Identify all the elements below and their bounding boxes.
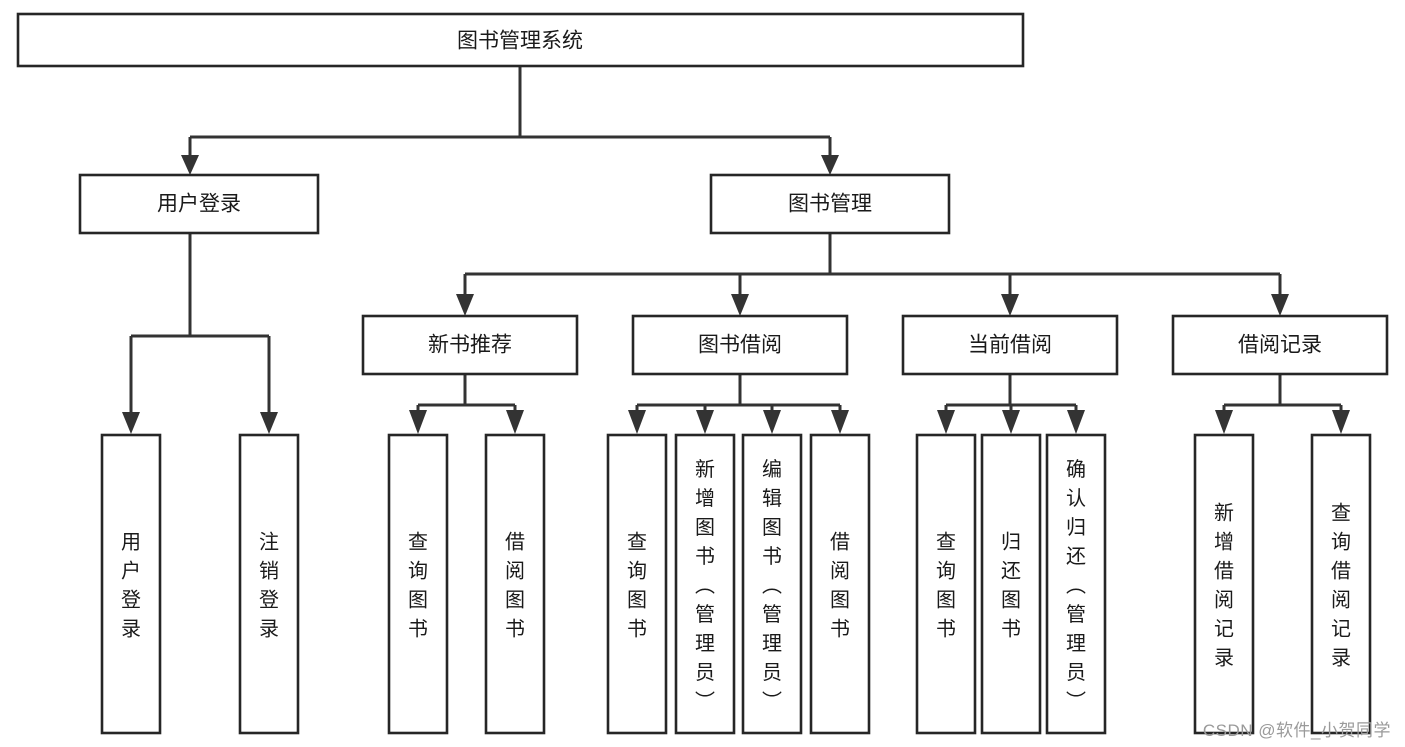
- arrow-to-current-borrow: [1001, 294, 1019, 316]
- connector-group: [122, 66, 1350, 434]
- arrow-to-leaf-logout: [260, 412, 278, 434]
- node-leaf-edit-book[interactable]: [741, 433, 803, 735]
- node-leaf-query-book-3[interactable]: [915, 433, 977, 735]
- node-leaf-edit-book-box[interactable]: [741, 433, 803, 735]
- arrow-to-leaf-return-book: [1002, 410, 1020, 434]
- node-leaf-logout-label: 注销登录: [259, 531, 279, 641]
- node-user-login-label: 用户登录: [157, 193, 241, 216]
- arrow-to-leaf-confirm-return: [1067, 410, 1085, 434]
- node-current-borrow-label: 当前借阅: [968, 334, 1052, 357]
- node-leaf-confirm-return-label: 确认归还︵管理员︶: [1066, 458, 1086, 713]
- arrow-to-leaf-query-book-2: [628, 410, 646, 434]
- node-leaf-user-login[interactable]: [100, 433, 162, 735]
- node-leaf-query-book-1[interactable]: [387, 433, 449, 735]
- node-leaf-query-record-label: 查询借阅记录: [1331, 502, 1351, 670]
- arrow-to-borrow-record: [1271, 294, 1289, 316]
- node-new-book-rec[interactable]: 新书推荐: [361, 314, 579, 376]
- node-leaf-borrow-book-2-label: 借阅图书: [830, 531, 850, 641]
- node-leaf-logout-box[interactable]: [238, 433, 300, 735]
- node-borrow-record[interactable]: 借阅记录: [1171, 314, 1389, 376]
- node-leaf-logout[interactable]: [238, 433, 300, 735]
- arrow-to-leaf-edit-book: [763, 410, 781, 434]
- node-leaf-query-book-2-label: 查询图书: [627, 531, 647, 641]
- node-leaf-borrow-book-1-label: 借阅图书: [505, 531, 525, 641]
- node-leaf-add-book-label: 新增图书︵管理员︶: [695, 458, 715, 713]
- node-leaf-add-book-box[interactable]: [674, 433, 736, 735]
- node-book-manage-box[interactable]: [709, 173, 951, 235]
- node-user-login-box[interactable]: [78, 173, 320, 235]
- arrow-to-leaf-query-record: [1332, 410, 1350, 434]
- node-user-login[interactable]: 用户登录: [78, 173, 320, 235]
- node-new-book-rec-label: 新书推荐: [428, 334, 512, 357]
- node-leaf-return-book-label: 归还图书: [1001, 531, 1021, 641]
- node-leaf-edit-book-label: 编辑图书︵管理员︶: [762, 458, 782, 713]
- node-leaf-add-record[interactable]: [1193, 433, 1255, 735]
- arrow-to-leaf-user-login: [122, 412, 140, 434]
- node-book-manage-label: 图书管理: [788, 193, 872, 216]
- node-leaf-user-login-label: 用户登录: [121, 532, 141, 641]
- node-book-borrow-label: 图书借阅: [698, 334, 782, 357]
- node-leaf-return-book[interactable]: [980, 433, 1042, 735]
- arrow-to-leaf-add-record: [1215, 410, 1233, 434]
- arrow-to-book-manage: [821, 155, 839, 175]
- arrow-to-leaf-add-book: [696, 410, 714, 434]
- node-leaf-add-record-label: 新增借阅记录: [1214, 502, 1234, 670]
- node-leaf-add-book[interactable]: [674, 433, 736, 735]
- arrow-to-book-borrow: [731, 294, 749, 316]
- node-current-borrow-box[interactable]: [901, 314, 1119, 376]
- node-leaf-query-book-3-box[interactable]: [915, 433, 977, 735]
- node-leaf-query-record-box[interactable]: [1310, 433, 1372, 735]
- node-book-borrow[interactable]: 图书借阅: [631, 314, 849, 376]
- vertical-label-group: 用户登录 注销登录 查询图书 借阅图书 查询图书 新增图书︵管理员︶ 编辑图书︵管理员︶ 借阅…: [121, 458, 1351, 713]
- arrow-to-leaf-borrow-book-1: [506, 410, 524, 434]
- arrow-to-user-login: [181, 155, 199, 175]
- arrow-to-leaf-query-book-1: [409, 410, 427, 434]
- arrow-to-leaf-query-book-3: [937, 410, 955, 434]
- node-leaf-borrow-book-1-box[interactable]: [484, 433, 546, 735]
- node-borrow-record-box[interactable]: [1171, 314, 1389, 376]
- arrow-to-leaf-borrow-book-2: [831, 410, 849, 434]
- node-current-borrow[interactable]: 当前借阅: [901, 314, 1119, 376]
- node-leaf-query-book-2-box[interactable]: [606, 433, 668, 735]
- node-leaf-query-book-2[interactable]: [606, 433, 668, 735]
- node-book-manage[interactable]: 图书管理: [709, 173, 951, 235]
- node-new-book-rec-box[interactable]: [361, 314, 579, 376]
- node-leaf-borrow-book-2[interactable]: [809, 433, 871, 735]
- node-leaf-query-book-3-label: 查询图书: [936, 531, 956, 641]
- node-leaf-confirm-return-box[interactable]: [1045, 433, 1107, 735]
- node-root-box[interactable]: [16, 12, 1025, 68]
- node-root[interactable]: 图书管理系统: [16, 12, 1025, 68]
- node-leaf-query-record[interactable]: [1310, 433, 1372, 735]
- node-leaf-user-login-box[interactable]: [100, 433, 162, 735]
- node-book-borrow-box[interactable]: [631, 314, 849, 376]
- node-borrow-record-label: 借阅记录: [1238, 334, 1322, 357]
- node-leaf-return-book-box[interactable]: [980, 433, 1042, 735]
- node-leaf-borrow-book-1[interactable]: [484, 433, 546, 735]
- node-leaf-confirm-return[interactable]: [1045, 433, 1107, 735]
- arrow-to-new-book-rec: [456, 294, 474, 316]
- node-leaf-query-book-1-label: 查询图书: [408, 531, 428, 641]
- node-leaf-borrow-book-2-box[interactable]: [809, 433, 871, 735]
- node-root-label: 图书管理系统: [457, 30, 583, 53]
- node-leaf-query-book-1-box[interactable]: [387, 433, 449, 735]
- node-leaf-add-record-box[interactable]: [1193, 433, 1255, 735]
